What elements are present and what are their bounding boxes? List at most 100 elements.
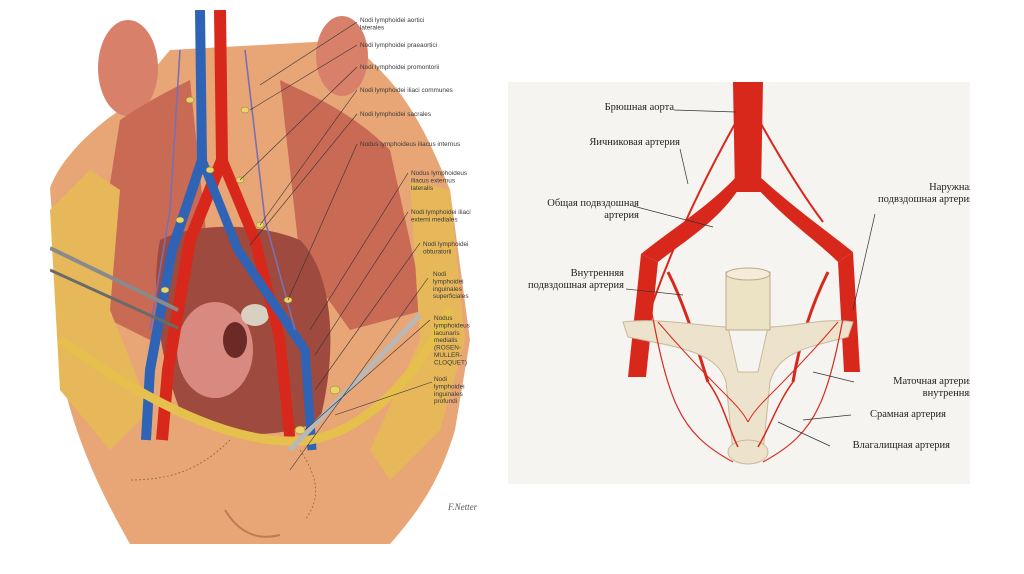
leader-lines bbox=[239, 21, 433, 471]
label-line: Nodi lymphoidei promontorii bbox=[360, 64, 439, 71]
lymph-node-group bbox=[160, 96, 341, 435]
label-line: Внутренняя bbox=[571, 268, 625, 279]
lymph-network-left bbox=[129, 439, 231, 481]
pubic-outline bbox=[224, 509, 281, 538]
common-iliac-right bbox=[756, 177, 853, 262]
forceps-upper bbox=[50, 246, 179, 312]
external-iliac-left bbox=[628, 254, 658, 377]
label-pudendal-artery: Срамная артерия bbox=[870, 409, 946, 420]
vaginal-artery-left bbox=[657, 321, 749, 423]
label-line: Nodus lymphoideus bbox=[411, 170, 467, 177]
label-iliacus-internus: Nodus lymphoideus iliacus internus bbox=[360, 141, 460, 148]
label-line: inguinales bbox=[433, 286, 462, 293]
retractor bbox=[288, 313, 422, 452]
vulva bbox=[727, 439, 769, 465]
label-line: Nodus bbox=[434, 315, 452, 322]
label-line: (ROSEN- bbox=[434, 345, 461, 352]
ovarian-artery-left bbox=[652, 121, 737, 303]
label-line: Nodi lymphoidei bbox=[423, 241, 468, 248]
ovary bbox=[241, 304, 269, 326]
uterine-artery-left bbox=[707, 381, 739, 448]
vaginal-artery-right bbox=[747, 321, 839, 423]
external-iliac-right bbox=[838, 252, 860, 372]
artist-signature: F.Netter bbox=[447, 502, 478, 512]
label-line: laterales bbox=[360, 24, 384, 31]
rectum-top bbox=[725, 267, 771, 281]
label-line: Nodi lymphoidei aortici bbox=[360, 17, 424, 24]
label-line: подвздошная артерия bbox=[528, 280, 624, 291]
common-iliac-left bbox=[641, 177, 740, 262]
label-line: артерия bbox=[604, 210, 639, 221]
label-line: Брюшная аорта bbox=[605, 102, 675, 113]
fat-flap-right bbox=[370, 180, 465, 480]
vein-right bbox=[197, 158, 317, 451]
kidney-left bbox=[98, 20, 158, 116]
label-promontorii: Nodi lymphoidei promontorii bbox=[360, 64, 439, 71]
label-line: внутренняя bbox=[923, 388, 970, 399]
lymph-network-right bbox=[299, 449, 317, 521]
rectum-stump bbox=[725, 271, 771, 331]
label-line: Маточная артерия bbox=[893, 376, 970, 387]
uterus-body bbox=[622, 320, 854, 453]
label-ovarian-artery: Яичниковая артерия bbox=[589, 137, 680, 148]
label-line: externi mediales bbox=[411, 216, 458, 223]
inguinal-band bbox=[57, 307, 455, 446]
label-abdominal-aorta: Брюшная аорта bbox=[605, 102, 675, 113]
label-line: CLOQUET) bbox=[434, 359, 467, 366]
label-line: Nodi lymphoidei iliaci bbox=[411, 209, 471, 216]
label-line: Влагалищная артерия bbox=[853, 440, 951, 451]
forceps-lower bbox=[50, 268, 179, 330]
aorta-left-branch bbox=[156, 10, 229, 441]
label-line: medialis bbox=[434, 337, 457, 344]
label-line: profundi bbox=[434, 398, 457, 405]
label-line: lymphoideus bbox=[434, 322, 470, 329]
abdominal-aorta-shape bbox=[733, 82, 763, 192]
label-line: Nodi bbox=[433, 271, 446, 278]
label-line: Nodi lymphoidei praeaortici bbox=[360, 42, 437, 49]
uterine-artery-right bbox=[757, 381, 794, 448]
pudendal-artery-left bbox=[647, 291, 734, 463]
label-line: iliacus externus bbox=[411, 177, 455, 184]
lymph-vessel-2 bbox=[244, 49, 296, 331]
pudendal-artery-right bbox=[762, 291, 849, 463]
kidney-right bbox=[316, 16, 368, 96]
label-line: Срамная артерия bbox=[870, 409, 946, 420]
label-line: Nodus lymphoideus iliacus internus bbox=[360, 141, 460, 148]
label-line: подвздошная артерия bbox=[878, 194, 970, 205]
label-line: lateralis bbox=[411, 185, 433, 192]
label-line: Яичниковая артерия bbox=[589, 137, 680, 148]
ovarian-artery-right bbox=[759, 121, 824, 223]
label-line: inguinales bbox=[434, 391, 463, 398]
label-sacrales: Nodi lymphoidei sacrales bbox=[360, 111, 431, 118]
uterus-cavity bbox=[223, 322, 247, 358]
label-vaginal-artery: Влагалищная артерия bbox=[853, 440, 951, 451]
label-line: Nodi bbox=[434, 376, 447, 383]
label-line: lacunaris bbox=[434, 330, 460, 337]
label-line: lymphoidei bbox=[433, 278, 464, 285]
label-line: superficiales bbox=[433, 293, 469, 300]
label-iliaci-communes: Nodi lymphoidei iliaci communes bbox=[360, 87, 453, 94]
label-line: Nodi lymphoidei sacrales bbox=[360, 111, 431, 118]
label-line: obturatorii bbox=[423, 248, 451, 255]
lymph-vessel-1 bbox=[149, 49, 181, 331]
label-line: lymphoidei bbox=[434, 383, 465, 390]
label-praeaortici: Nodi lymphoidei praeaortici bbox=[360, 42, 437, 49]
label-line: Nodi lymphoidei iliaci communes bbox=[360, 87, 453, 94]
